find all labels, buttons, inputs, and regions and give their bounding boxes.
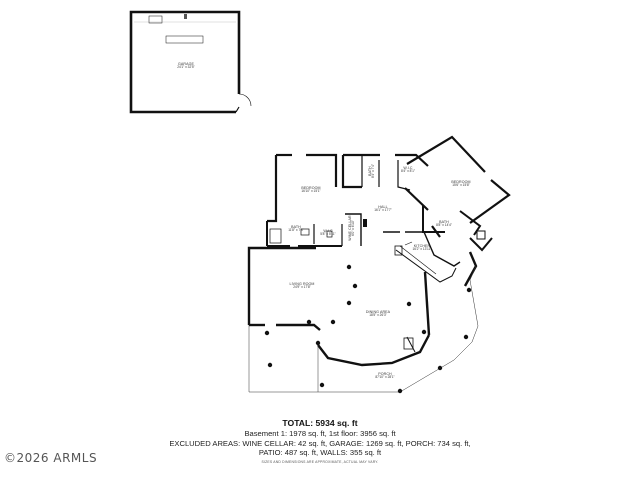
wine-cellar-label: WINE CELLAR 6'0" x 6'10"	[348, 215, 356, 240]
excluded-areas: EXCLUDED AREAS: WINE CELLAR: 42 sq. ft, …	[169, 438, 471, 448]
hall-label: HALL 16'1" x 17'7"	[374, 205, 391, 213]
total-area: TOTAL: 5934 sq. ft	[282, 418, 358, 428]
room-name: KITCHEN	[413, 244, 431, 249]
lower-left-rooms-walls	[266, 213, 362, 247]
floor-breakdown: Basement 1: 1978 sq. ft, 1st floor: 3956…	[244, 429, 396, 438]
living-room-label: LIVING ROOM 24'9" x 17'8"	[289, 282, 314, 290]
bath-right-label: BATH 8'8" x 14'4"	[436, 220, 452, 228]
room-dims: 8'4" x 7'4"	[371, 164, 376, 178]
bedroom-left-label: BEDROOM 16'10" x 15'1"	[301, 186, 320, 194]
room-name: BATH	[439, 220, 449, 225]
bedroom-right-walls	[404, 135, 511, 238]
kitchen-label: KITCHEN 16'2" x 13'11"	[412, 244, 431, 252]
floor-plan	[129, 10, 511, 394]
room-name: W.I.C	[403, 166, 413, 171]
room-dims: 8'8" x 14'4"	[436, 223, 452, 228]
room-dims: 15'6" x 15'8"	[452, 183, 470, 188]
bedroom-right-label: BEDROOM 15'6" x 15'8"	[451, 180, 470, 188]
room-name: GARAGE	[178, 62, 194, 67]
columns	[264, 264, 472, 394]
room-dims: 16'10" x 15'1"	[301, 189, 321, 194]
room-name: BEDROOM	[301, 186, 321, 191]
room-name: LIVING ROOM	[289, 282, 315, 287]
room-dims: 24'1" x 32'5"	[177, 65, 195, 70]
room-dims: 16'1" x 17'7"	[374, 208, 392, 213]
top-closets-walls	[341, 153, 429, 191]
room-name: W.I.C	[323, 229, 333, 234]
garage-label: GARAGE 24'1" x 32'5"	[177, 62, 194, 70]
porch-outline	[248, 265, 479, 393]
excluded-areas-cont: PATIO: 487 sq. ft, WALLS: 355 sq. ft	[258, 448, 382, 457]
room-dims: 11'8" x 7'8"	[288, 228, 304, 233]
bedroom-left-walls	[267, 153, 338, 223]
room-dims: 8'4" x 8'1"	[401, 169, 415, 174]
room-name: DINING AREA	[365, 310, 391, 315]
living-room-walls	[247, 219, 478, 367]
room-dims: 18'5" x 26'3"	[369, 313, 387, 318]
area-totals: TOTAL: 5934 sq. ft Basement 1: 1978 sq. …	[0, 418, 640, 464]
wic-top-label: W.I.C 8'4" x 8'1"	[401, 166, 415, 174]
bath-left-label: BATH 11'8" x 7'8"	[288, 225, 303, 233]
dining-area-label: DINING AREA 18'5" x 26'3"	[366, 310, 390, 318]
room-dims: 16'2" x 13'11"	[412, 247, 432, 252]
room-dims: 5'8" x 5'11"	[320, 232, 336, 237]
watermark: ©2026 ARMLS	[4, 451, 98, 465]
room-dims: 87'10" x 28'1"	[375, 375, 395, 380]
room-name: HALL	[378, 205, 388, 210]
room-name: BEDROOM	[451, 180, 471, 185]
room-dims: 6'0" x 6'10"	[351, 220, 356, 236]
disclaimer: SIZES AND DIMENSIONS ARE APPROXIMATE, AC…	[261, 459, 379, 464]
garage-outline	[129, 10, 252, 114]
room-name: PORCH	[378, 372, 392, 377]
wic-left-label: W.I.C 5'8" x 5'11"	[320, 229, 335, 237]
room-name: BATH	[291, 225, 301, 230]
room-dims: 24'9" x 17'8"	[293, 285, 311, 290]
kitchen-walls	[383, 231, 461, 283]
porch-label: PORCH 87'10" x 28'1"	[375, 372, 394, 380]
bath-top-label: BATH 8'4" x 7'4"	[368, 164, 376, 178]
